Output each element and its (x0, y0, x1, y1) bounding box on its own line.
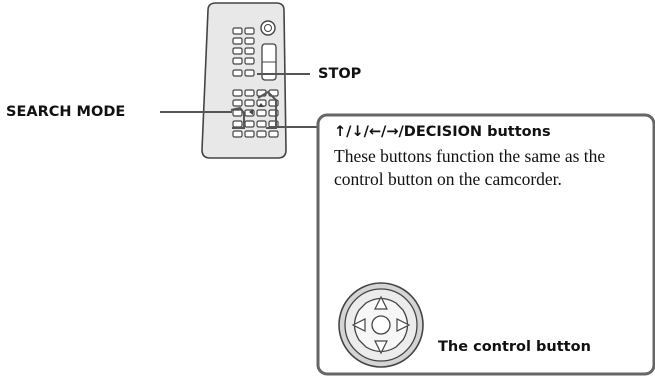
remote-round-button (260, 20, 276, 36)
right-arrow-icon (396, 318, 411, 332)
remote-control-icon (201, 2, 287, 159)
panel-description: These buttons function the same as the c… (334, 146, 606, 189)
callout-bracket-left (230, 106, 245, 129)
decision-button-icon (371, 315, 391, 335)
panel-heading: ↑/↓/←/→/DECISION buttons (334, 124, 551, 140)
up-arrow-icon (374, 295, 388, 310)
search-mode-label: SEARCH MODE (6, 104, 126, 120)
control-button-label: The control button (438, 339, 591, 355)
left-arrow-icon (351, 318, 366, 332)
stop-label: STOP (318, 66, 362, 82)
down-arrow-icon (374, 340, 388, 355)
control-pad-icon (338, 282, 424, 368)
remote-button-grid (232, 27, 279, 138)
